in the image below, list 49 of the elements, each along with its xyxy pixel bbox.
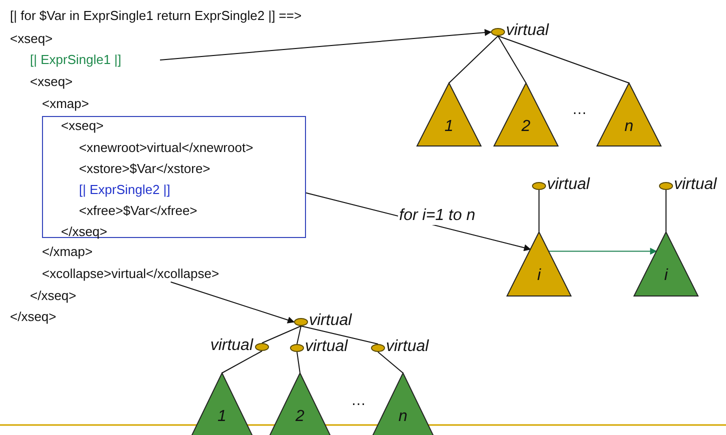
- node-caption: virtual: [674, 176, 717, 194]
- subtree-triangle: [507, 232, 571, 296]
- code-line: <xseq>: [10, 31, 53, 47]
- root-node: [290, 344, 304, 352]
- subtree-index: 2: [520, 118, 532, 136]
- code-line: <xnewroot>virtual</xnewroot>: [79, 140, 254, 156]
- code-line: [| ExprSingle2 |]: [79, 182, 170, 198]
- subtree-triangle: [634, 232, 698, 296]
- node-caption: virtual: [386, 338, 429, 356]
- code-line: <xcollapse>virtual</xcollapse>: [42, 266, 264, 282]
- subtree-triangle: [372, 373, 434, 435]
- subtree-index: n: [398, 408, 408, 426]
- node-caption: virtual: [309, 312, 352, 330]
- subtree-index: n: [624, 118, 634, 136]
- code-line: </xseq>: [30, 288, 76, 304]
- node-caption: virtual: [506, 22, 549, 40]
- ellipsis-mark: …: [351, 393, 366, 409]
- code-line: </xmap>: [42, 244, 93, 260]
- subtree-index: i: [536, 267, 542, 286]
- subtree-triangle: [494, 83, 558, 146]
- code-line: </xseq>: [61, 224, 108, 240]
- subtree-index: 1: [444, 118, 454, 136]
- root-node: [294, 318, 308, 326]
- root-node: [371, 344, 385, 352]
- node-caption: virtual: [210, 337, 253, 355]
- root-node: [532, 182, 546, 190]
- code-block-box: [42, 116, 306, 238]
- code-line: </xseq>: [10, 309, 56, 325]
- code-line: <xmap>: [42, 96, 89, 112]
- subtree-index: i: [663, 267, 670, 286]
- subtree-index: 1: [216, 408, 228, 426]
- subtree-triangle: [269, 373, 331, 435]
- root-node: [255, 343, 269, 351]
- code-line: <xstore>$Var</xstore>: [79, 161, 210, 177]
- node-caption: virtual: [547, 176, 590, 194]
- root-node: [491, 28, 505, 36]
- subtree-triangle: [417, 83, 481, 146]
- node-caption: virtual: [305, 338, 348, 356]
- code-line: <xfree>$Var</xfree>: [79, 203, 198, 219]
- subtree-triangle: [597, 83, 661, 146]
- root-node: [659, 182, 673, 190]
- ellipsis-mark: …: [572, 102, 587, 118]
- code-line: [| for $Var in ExprSingle1 return ExprSingle2 |] ==>: [10, 8, 302, 24]
- code-line: [| ExprSingle1 |]: [30, 52, 160, 68]
- code-line: <xseq>: [30, 74, 73, 90]
- subtree-triangle: [191, 373, 253, 435]
- subtree-index: 2: [294, 408, 306, 426]
- code-line: <xseq>: [61, 118, 104, 134]
- edge-label: for i=1 to n: [398, 207, 476, 226]
